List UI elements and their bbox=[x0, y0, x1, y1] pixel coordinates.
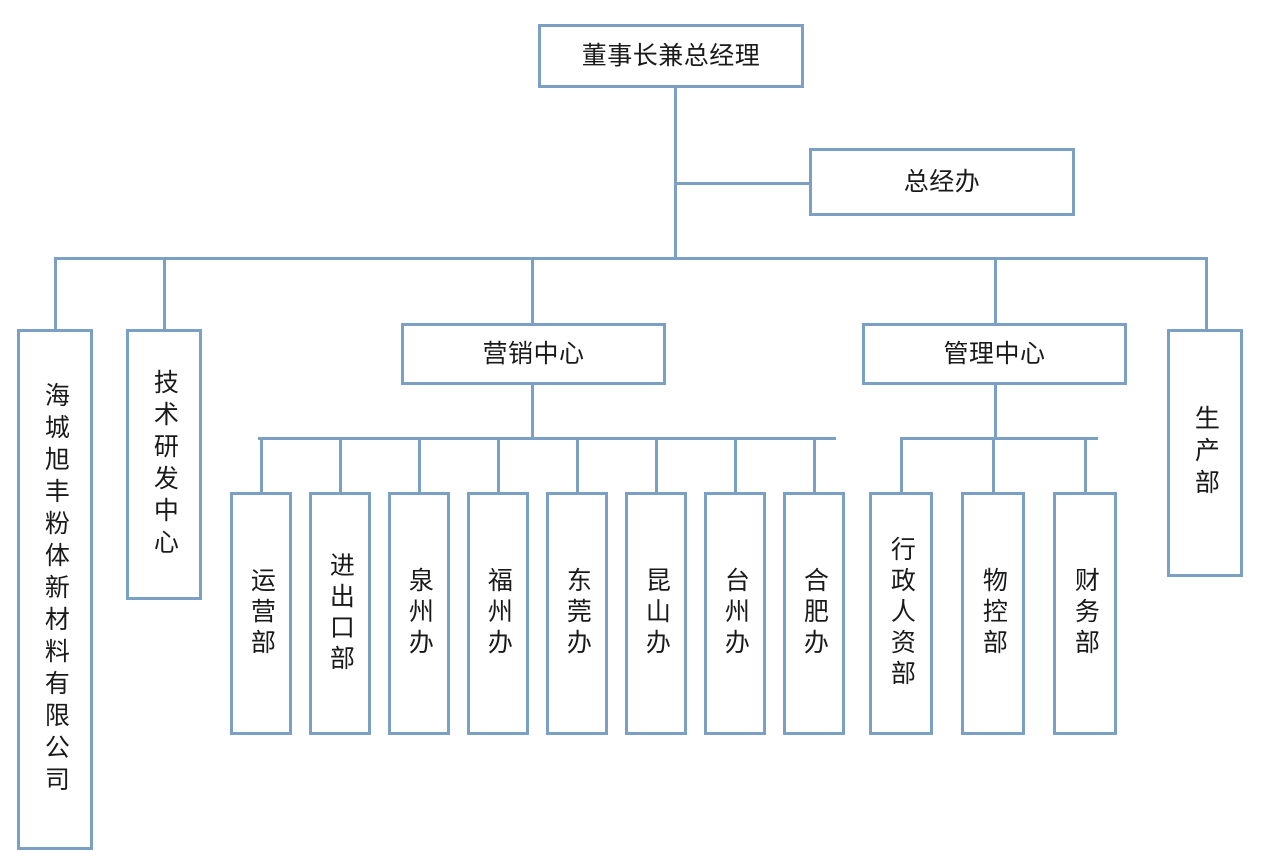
connector-drop-marketing-child-4 bbox=[576, 437, 579, 492]
management-child-label: 物控部 bbox=[979, 567, 1009, 660]
node-marketing-center[interactable]: 营销中心 bbox=[401, 323, 666, 385]
management-child-box[interactable]: 行政人资部 bbox=[869, 492, 933, 735]
marketing-child-label: 福州办 bbox=[484, 567, 514, 660]
node-production-dept[interactable]: 生产部 bbox=[1167, 329, 1243, 577]
node-management-center[interactable]: 管理中心 bbox=[862, 323, 1127, 385]
connector-drop-company bbox=[54, 257, 57, 331]
marketing-child-box[interactable]: 泉州办 bbox=[388, 492, 450, 735]
marketing-child-box[interactable]: 运营部 bbox=[230, 492, 292, 735]
connector-drop-marketing-child-0 bbox=[260, 437, 263, 492]
connector-management-stem bbox=[994, 385, 997, 439]
marketing-child-box[interactable]: 昆山办 bbox=[625, 492, 687, 735]
node-chairman-label: 董事长兼总经理 bbox=[581, 41, 761, 70]
marketing-child-label: 运营部 bbox=[247, 567, 277, 660]
connector-drop-marketing bbox=[531, 257, 534, 323]
marketing-child-label: 东莞办 bbox=[563, 567, 593, 660]
connector-drop-management-child-1 bbox=[992, 437, 995, 492]
connector-drop-marketing-child-2 bbox=[418, 437, 421, 492]
marketing-child-box[interactable]: 台州办 bbox=[704, 492, 766, 735]
connector-marketing-stem bbox=[531, 385, 534, 439]
marketing-child-box[interactable]: 东莞办 bbox=[546, 492, 608, 735]
connector-drop-marketing-child-3 bbox=[497, 437, 500, 492]
marketing-child-label: 台州办 bbox=[721, 567, 751, 660]
node-rnd-center[interactable]: 技术研发中心 bbox=[126, 329, 202, 600]
node-chairman[interactable]: 董事长兼总经理 bbox=[538, 24, 804, 88]
marketing-child-label: 进出口部 bbox=[326, 551, 356, 676]
connector-drop-management-child-2 bbox=[1084, 437, 1087, 492]
connector-drop-marketing-child-1 bbox=[339, 437, 342, 492]
connector-marketing-bus bbox=[258, 437, 836, 440]
connector-management-bus bbox=[900, 437, 1098, 440]
marketing-child-box[interactable]: 福州办 bbox=[467, 492, 529, 735]
marketing-child-box[interactable]: 进出口部 bbox=[309, 492, 371, 735]
connector-to-gm-office bbox=[674, 182, 812, 185]
connector-chairman-trunk bbox=[674, 88, 677, 260]
node-gm-office-label: 总经办 bbox=[903, 167, 981, 196]
marketing-child-box[interactable]: 合肥办 bbox=[783, 492, 845, 735]
management-child-label: 财务部 bbox=[1071, 567, 1101, 660]
connector-drop-marketing-child-5 bbox=[655, 437, 658, 492]
marketing-child-label: 泉州办 bbox=[405, 567, 435, 660]
management-child-box[interactable]: 物控部 bbox=[961, 492, 1025, 735]
connector-drop-management bbox=[994, 257, 997, 323]
node-gm-office[interactable]: 总经办 bbox=[809, 148, 1075, 216]
connector-drop-marketing-child-6 bbox=[734, 437, 737, 492]
node-marketing-center-label: 营销中心 bbox=[482, 339, 585, 368]
node-rnd-center-label: 技术研发中心 bbox=[150, 368, 180, 561]
node-management-center-label: 管理中心 bbox=[943, 339, 1046, 368]
marketing-child-label: 昆山办 bbox=[642, 567, 672, 660]
node-company[interactable]: 海城旭丰粉体新材料有限公司 bbox=[17, 329, 93, 850]
connector-drop-production bbox=[1205, 257, 1208, 331]
connector-main-bus bbox=[54, 257, 1208, 260]
node-production-dept-label: 生产部 bbox=[1191, 405, 1221, 501]
marketing-child-label: 合肥办 bbox=[800, 567, 830, 660]
connector-drop-management-child-0 bbox=[900, 437, 903, 492]
connector-drop-rnd bbox=[163, 257, 166, 331]
management-child-label: 行政人资部 bbox=[887, 536, 917, 691]
node-company-label: 海城旭丰粉体新材料有限公司 bbox=[41, 381, 71, 798]
management-child-box[interactable]: 财务部 bbox=[1053, 492, 1117, 735]
connector-drop-marketing-child-7 bbox=[813, 437, 816, 492]
